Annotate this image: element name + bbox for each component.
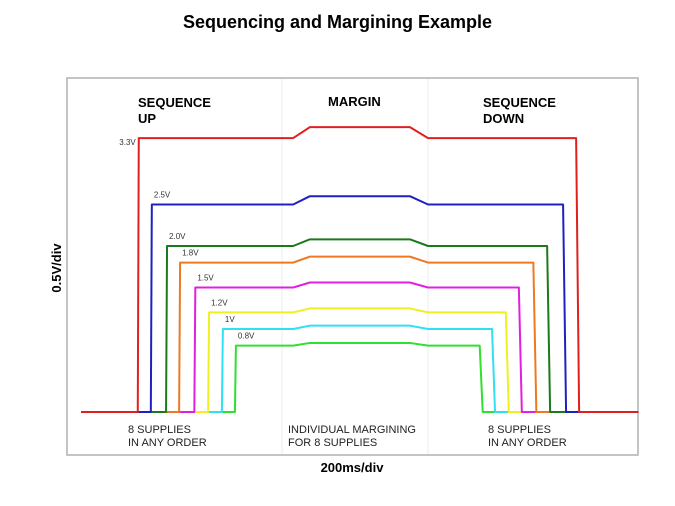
trace-2-0v <box>81 238 639 413</box>
note-right-2: IN ANY ORDER <box>488 437 567 449</box>
plot-frame <box>66 77 639 456</box>
voltage-label: 1.8V <box>182 249 199 258</box>
trace-1v <box>81 324 639 413</box>
note-left-2: IN ANY ORDER <box>128 437 207 449</box>
note-right-1: 8 SUPPLIES <box>488 424 551 436</box>
margin-label: MARGIN <box>328 94 381 109</box>
sequence-down-label-2: DOWN <box>483 111 524 126</box>
sequence-up-label-2: UP <box>138 111 156 126</box>
voltage-label: 1.5V <box>197 274 214 283</box>
note-center-2: FOR 8 SUPPLIES <box>288 437 377 449</box>
note-left-1: 8 SUPPLIES <box>128 424 191 436</box>
sequence-down-label-1: SEQUENCE <box>483 95 556 110</box>
voltage-label: 2.0V <box>169 232 186 241</box>
trace-3-3v <box>81 126 639 413</box>
voltage-label: 0.8V <box>238 332 255 341</box>
note-center-1: INDIVIDUAL MARGINING <box>288 424 416 436</box>
voltage-label: 3.3V <box>119 138 136 147</box>
y-axis-label: 0.5V/div <box>49 243 64 293</box>
trace-1-2v <box>81 307 639 413</box>
slide-title: Sequencing and Margining Example <box>182 12 493 32</box>
x-axis-label: 200ms/div <box>321 460 385 475</box>
voltage-label: 1V <box>225 315 235 324</box>
sequence-up-label-1: SEQUENCE <box>138 95 211 110</box>
trace-0-8v <box>81 341 639 413</box>
trace-1-8v <box>81 255 639 413</box>
voltage-label: 1.2V <box>211 298 228 307</box>
trace-2-5v <box>81 195 639 413</box>
trace-1-5v <box>81 281 639 413</box>
voltage-label: 2.5V <box>154 191 171 200</box>
